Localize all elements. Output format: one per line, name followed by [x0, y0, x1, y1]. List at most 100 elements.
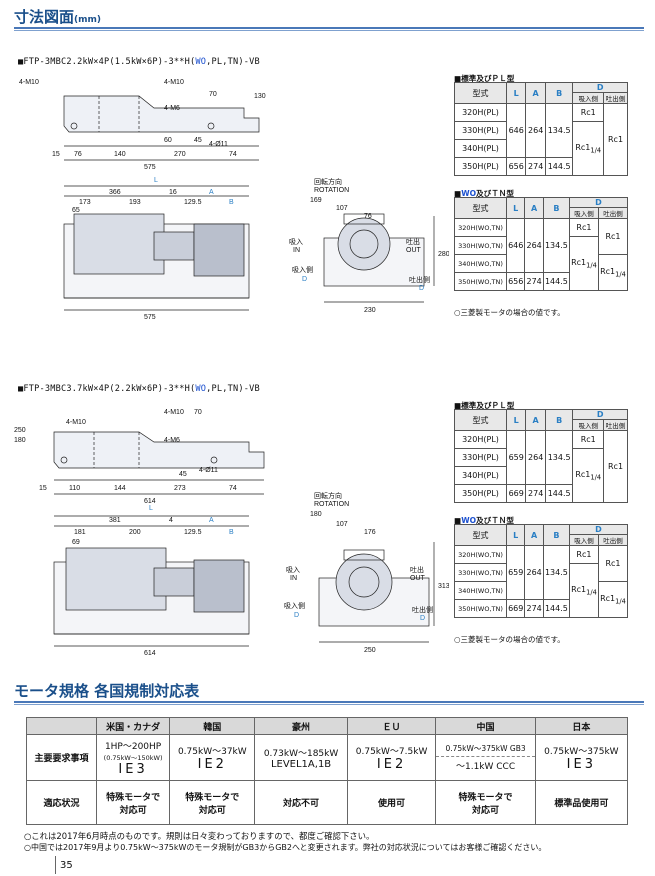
dim-label: 70 — [209, 91, 217, 98]
table-caption: ■WO及びＴＮ型 — [454, 189, 514, 198]
section-title-regulation: モータ規格 各国規制対応表 — [14, 682, 200, 700]
dim-label: 15 — [52, 151, 60, 158]
dim-label: 4-M10 — [66, 419, 86, 426]
dim-label: D — [420, 615, 425, 622]
dim-label: 65 — [72, 207, 80, 214]
dim-label: 吐出側 — [409, 275, 430, 284]
dim-label: 250 — [364, 647, 376, 654]
dim-label: 144 — [114, 485, 126, 492]
drawing-3-7kw: 4-M10 4-M10 70 4-M6 250 180 45 4-Ø11 15 … — [14, 402, 450, 657]
dim-label: 74 — [229, 485, 237, 492]
status-eu: 使用可 — [346, 780, 437, 825]
page-number-rule — [55, 856, 56, 874]
pump-drawing-svg: 4-M10 4-M10 70 4-M6 250 180 45 4-Ø11 15 … — [14, 409, 450, 657]
dim-label: 200 — [129, 529, 141, 536]
dim-label: 176 — [364, 529, 376, 536]
dim-label: A — [209, 189, 214, 196]
dim-label: 366 — [109, 189, 121, 196]
dim-label: 吸入 — [286, 566, 300, 574]
dim-label: B — [229, 199, 234, 206]
dim-label: 173 — [79, 199, 91, 206]
model-line-2: ■FTP-3MBC3.7kW×4P(2.2kW×6P)-3**H(WO,PL,T… — [18, 384, 260, 394]
dim-label: 15 — [39, 485, 47, 492]
dim-label: 4-M10 — [164, 79, 184, 86]
dim-label: 回転方向 — [314, 177, 342, 186]
dim-label: 614 — [144, 498, 156, 505]
dim-label: 4-M6 — [164, 105, 180, 112]
dim-label: L — [154, 177, 158, 184]
req-japan: 0.75kW～375kW IE3 — [534, 734, 629, 781]
dim-label: 76 — [74, 151, 82, 158]
status-china: 特殊モータで 対応可 — [435, 780, 536, 825]
dim-label: 575 — [144, 314, 156, 321]
model-line-1: ■FTP-3MBC2.2kW×4P(1.5kW×6P)-3**H(WO,PL,T… — [18, 57, 260, 67]
req-usa: 1HP～200HP (0.75kW～150kW) IE3 — [95, 734, 171, 781]
footnote: ○これは2017年6月時点のものです。規則は日々変わっておりますので、都度ご確認… — [24, 831, 375, 841]
dim-label: IN — [293, 247, 300, 254]
section-rule — [14, 27, 644, 29]
table-caption: ■標準及びＰＬ型 — [454, 401, 515, 410]
dim-label: 60 — [164, 137, 172, 144]
status-korea: 特殊モータで 対応可 — [169, 780, 256, 825]
dim-label: 381 — [109, 517, 121, 524]
req-eu: 0.75kW～7.5kW IE2 — [346, 734, 437, 781]
req-china: 0.75kW～375kW GB3 ～1.1kW CCC — [435, 734, 536, 781]
dim-label: OUT — [410, 575, 426, 582]
dim-label: 193 — [129, 199, 141, 206]
req-korea: 0.75kW～37kW IE2 — [169, 734, 256, 781]
dim-label: 吐出側 — [412, 605, 433, 614]
footnote: ○中国では2017年9月より0.75kW～375kWのモータ規制がGB3からGB… — [24, 843, 547, 852]
dim-label: 70 — [194, 409, 202, 416]
dim-label: 280 — [438, 251, 449, 258]
drawing-2-2kw: 4-M10 4-M10 4-M6 70 130 60 45 4-Ø11 15 7… — [14, 66, 450, 321]
table-caption: ■標準及びＰＬ型 — [454, 74, 515, 83]
dim-label: 45 — [179, 471, 187, 478]
dim-label: 4 — [169, 517, 173, 524]
status-japan: 標準品使用可 — [534, 780, 629, 825]
dim-label: B — [229, 529, 234, 536]
page-number: 35 — [60, 860, 73, 871]
dim-label: IN — [290, 575, 297, 582]
dim-label: 181 — [74, 529, 86, 536]
unit-label: (mm) — [74, 15, 101, 25]
status-usa: 特殊モータで 対応可 — [95, 780, 171, 825]
section-title-dimensions: 寸法図面(mm) — [14, 8, 101, 26]
dim-label: 4-M10 — [164, 409, 184, 416]
req-australia: 0.73kW～185kW LEVEL1A,1B — [254, 734, 348, 781]
dim-label: 313 — [438, 583, 449, 590]
dim-label: 4-M6 — [164, 437, 180, 444]
dim-label: ROTATION — [314, 501, 349, 508]
dim-label: D — [419, 285, 424, 292]
dim-label: 16 — [169, 189, 177, 196]
dim-label: 180 — [310, 511, 322, 518]
dim-label: 4-M10 — [19, 79, 39, 86]
dim-label: 270 — [174, 151, 186, 158]
dim-label: 575 — [144, 164, 156, 171]
regulation-table: 米国・カナダ 韓国 豪州 ＥＵ 中国 日本 主要要求事項 1HP～200HP (… — [26, 717, 629, 825]
dim-label: OUT — [406, 247, 422, 254]
dim-label: 107 — [336, 521, 348, 528]
table-note: ○三菱製モータの場合の値です。 — [454, 308, 565, 317]
dim-label: 4-Ø11 — [199, 467, 218, 474]
dim-label: 273 — [174, 485, 186, 492]
dim-label: 230 — [364, 307, 376, 314]
dim-label: D — [294, 612, 299, 619]
dim-label: 250 — [14, 427, 26, 434]
dim-label: 吐出 — [406, 237, 420, 246]
dim-label: 140 — [114, 151, 126, 158]
dim-label: 69 — [72, 539, 80, 546]
dim-label: A — [209, 517, 214, 524]
dim-label: 180 — [14, 437, 26, 444]
table-caption: ■WO及びＴＮ型 — [454, 516, 514, 525]
section-rule-thin — [14, 30, 644, 31]
section-rule-thin — [14, 704, 644, 705]
dim-label: ROTATION — [314, 187, 349, 194]
dim-label: 吸入 — [289, 238, 303, 246]
dim-label: 76 — [364, 213, 372, 220]
dim-label: 169 — [310, 197, 322, 204]
dim-label: 吸入側 — [292, 265, 313, 274]
